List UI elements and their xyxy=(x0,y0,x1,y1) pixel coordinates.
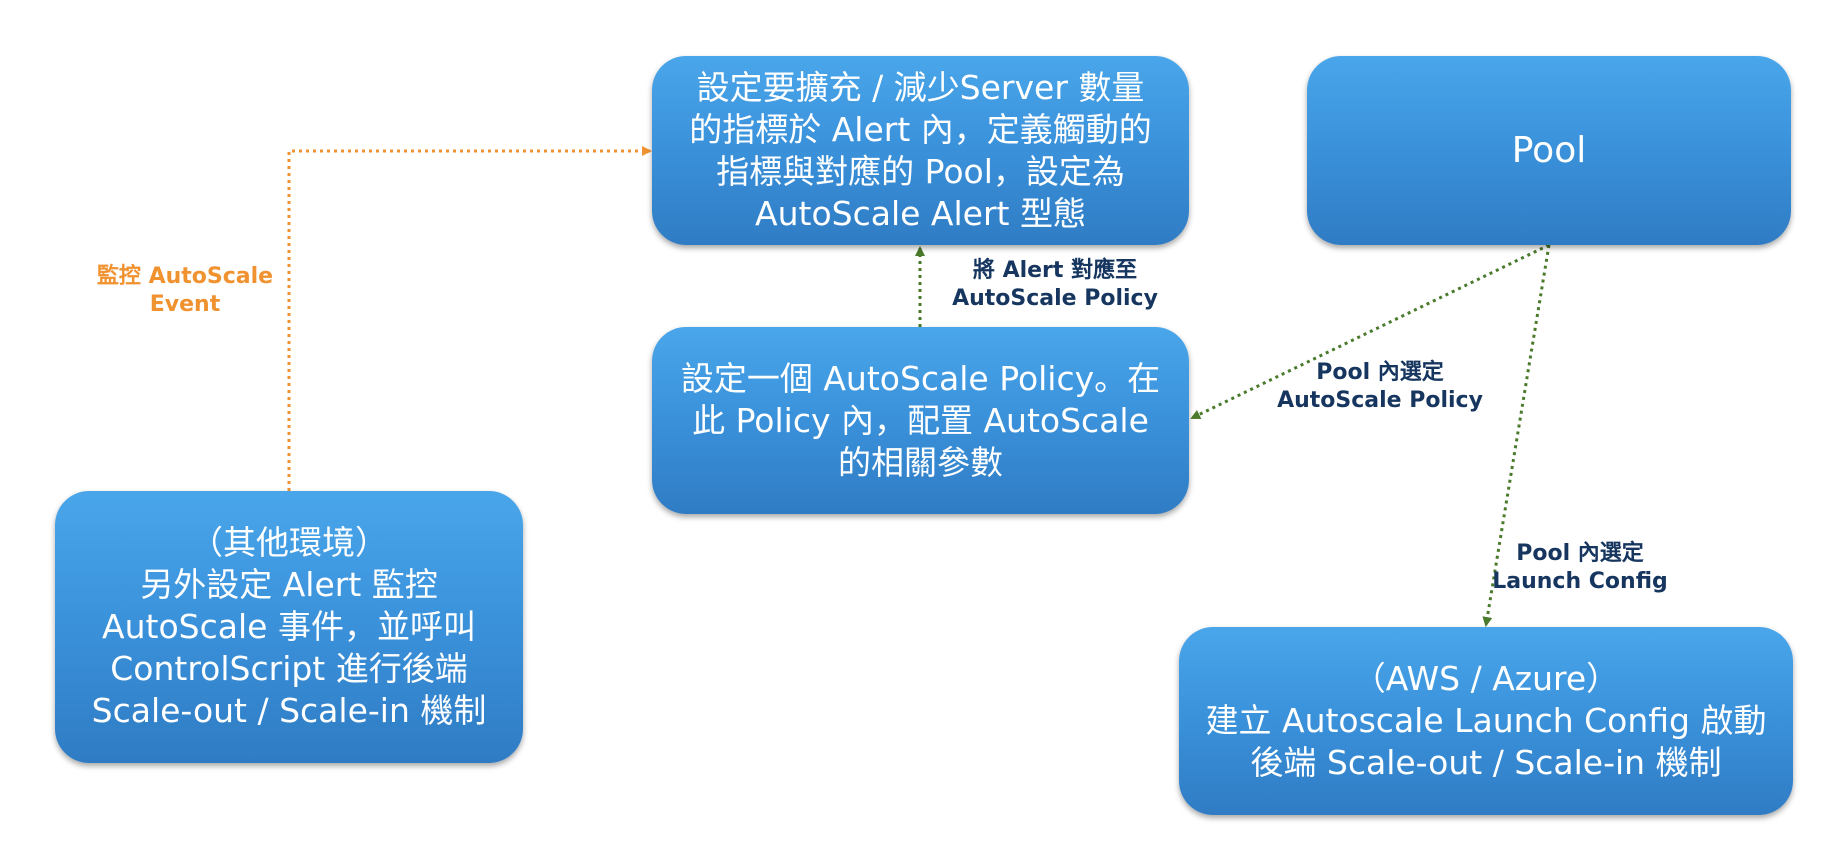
pool-select-policy-label: Pool 內選定 AutoScale Policy xyxy=(1277,360,1483,413)
autoscale-policy-text: 設定一個 AutoScale Policy。在 此 Policy 內，配置 Au… xyxy=(680,358,1161,482)
alert-config-text: 設定要擴充 / 減少Server 數量 的指標於 Alert 內，定義觸動的 指… xyxy=(689,67,1152,233)
monitor-event-label: 監控 AutoScale Event xyxy=(96,264,274,317)
aws-azure-text: （AWS / Azure） 建立 Autoscale Launch Config… xyxy=(1205,659,1767,782)
connector-pool-to-policy xyxy=(1190,243,1550,420)
pool-select-launch-label: Pool 內選定 Launch Config xyxy=(1492,541,1668,594)
autoscale-policy-box: 設定一個 AutoScale Policy。在 此 Policy 內，配置 Au… xyxy=(652,327,1189,514)
pool-text: Pool xyxy=(1511,129,1587,171)
pool-box: Pool xyxy=(1307,56,1791,245)
connector-monitor-event xyxy=(287,146,652,491)
alert-config-box: 設定要擴充 / 減少Server 數量 的指標於 Alert 內，定義觸動的 指… xyxy=(652,56,1189,245)
connector-pool-to-aws xyxy=(1482,244,1551,627)
other-environment-box: （其他環境） 另外設定 Alert 監控 AutoScale 事件，並呼叫 Co… xyxy=(55,491,523,763)
aws-azure-box: （AWS / Azure） 建立 Autoscale Launch Config… xyxy=(1179,627,1793,815)
other-environment-text: （其他環境） 另外設定 Alert 監控 AutoScale 事件，並呼叫 Co… xyxy=(91,523,487,730)
map-alert-label: 將 Alert 對應至 AutoScale Policy xyxy=(952,258,1158,311)
